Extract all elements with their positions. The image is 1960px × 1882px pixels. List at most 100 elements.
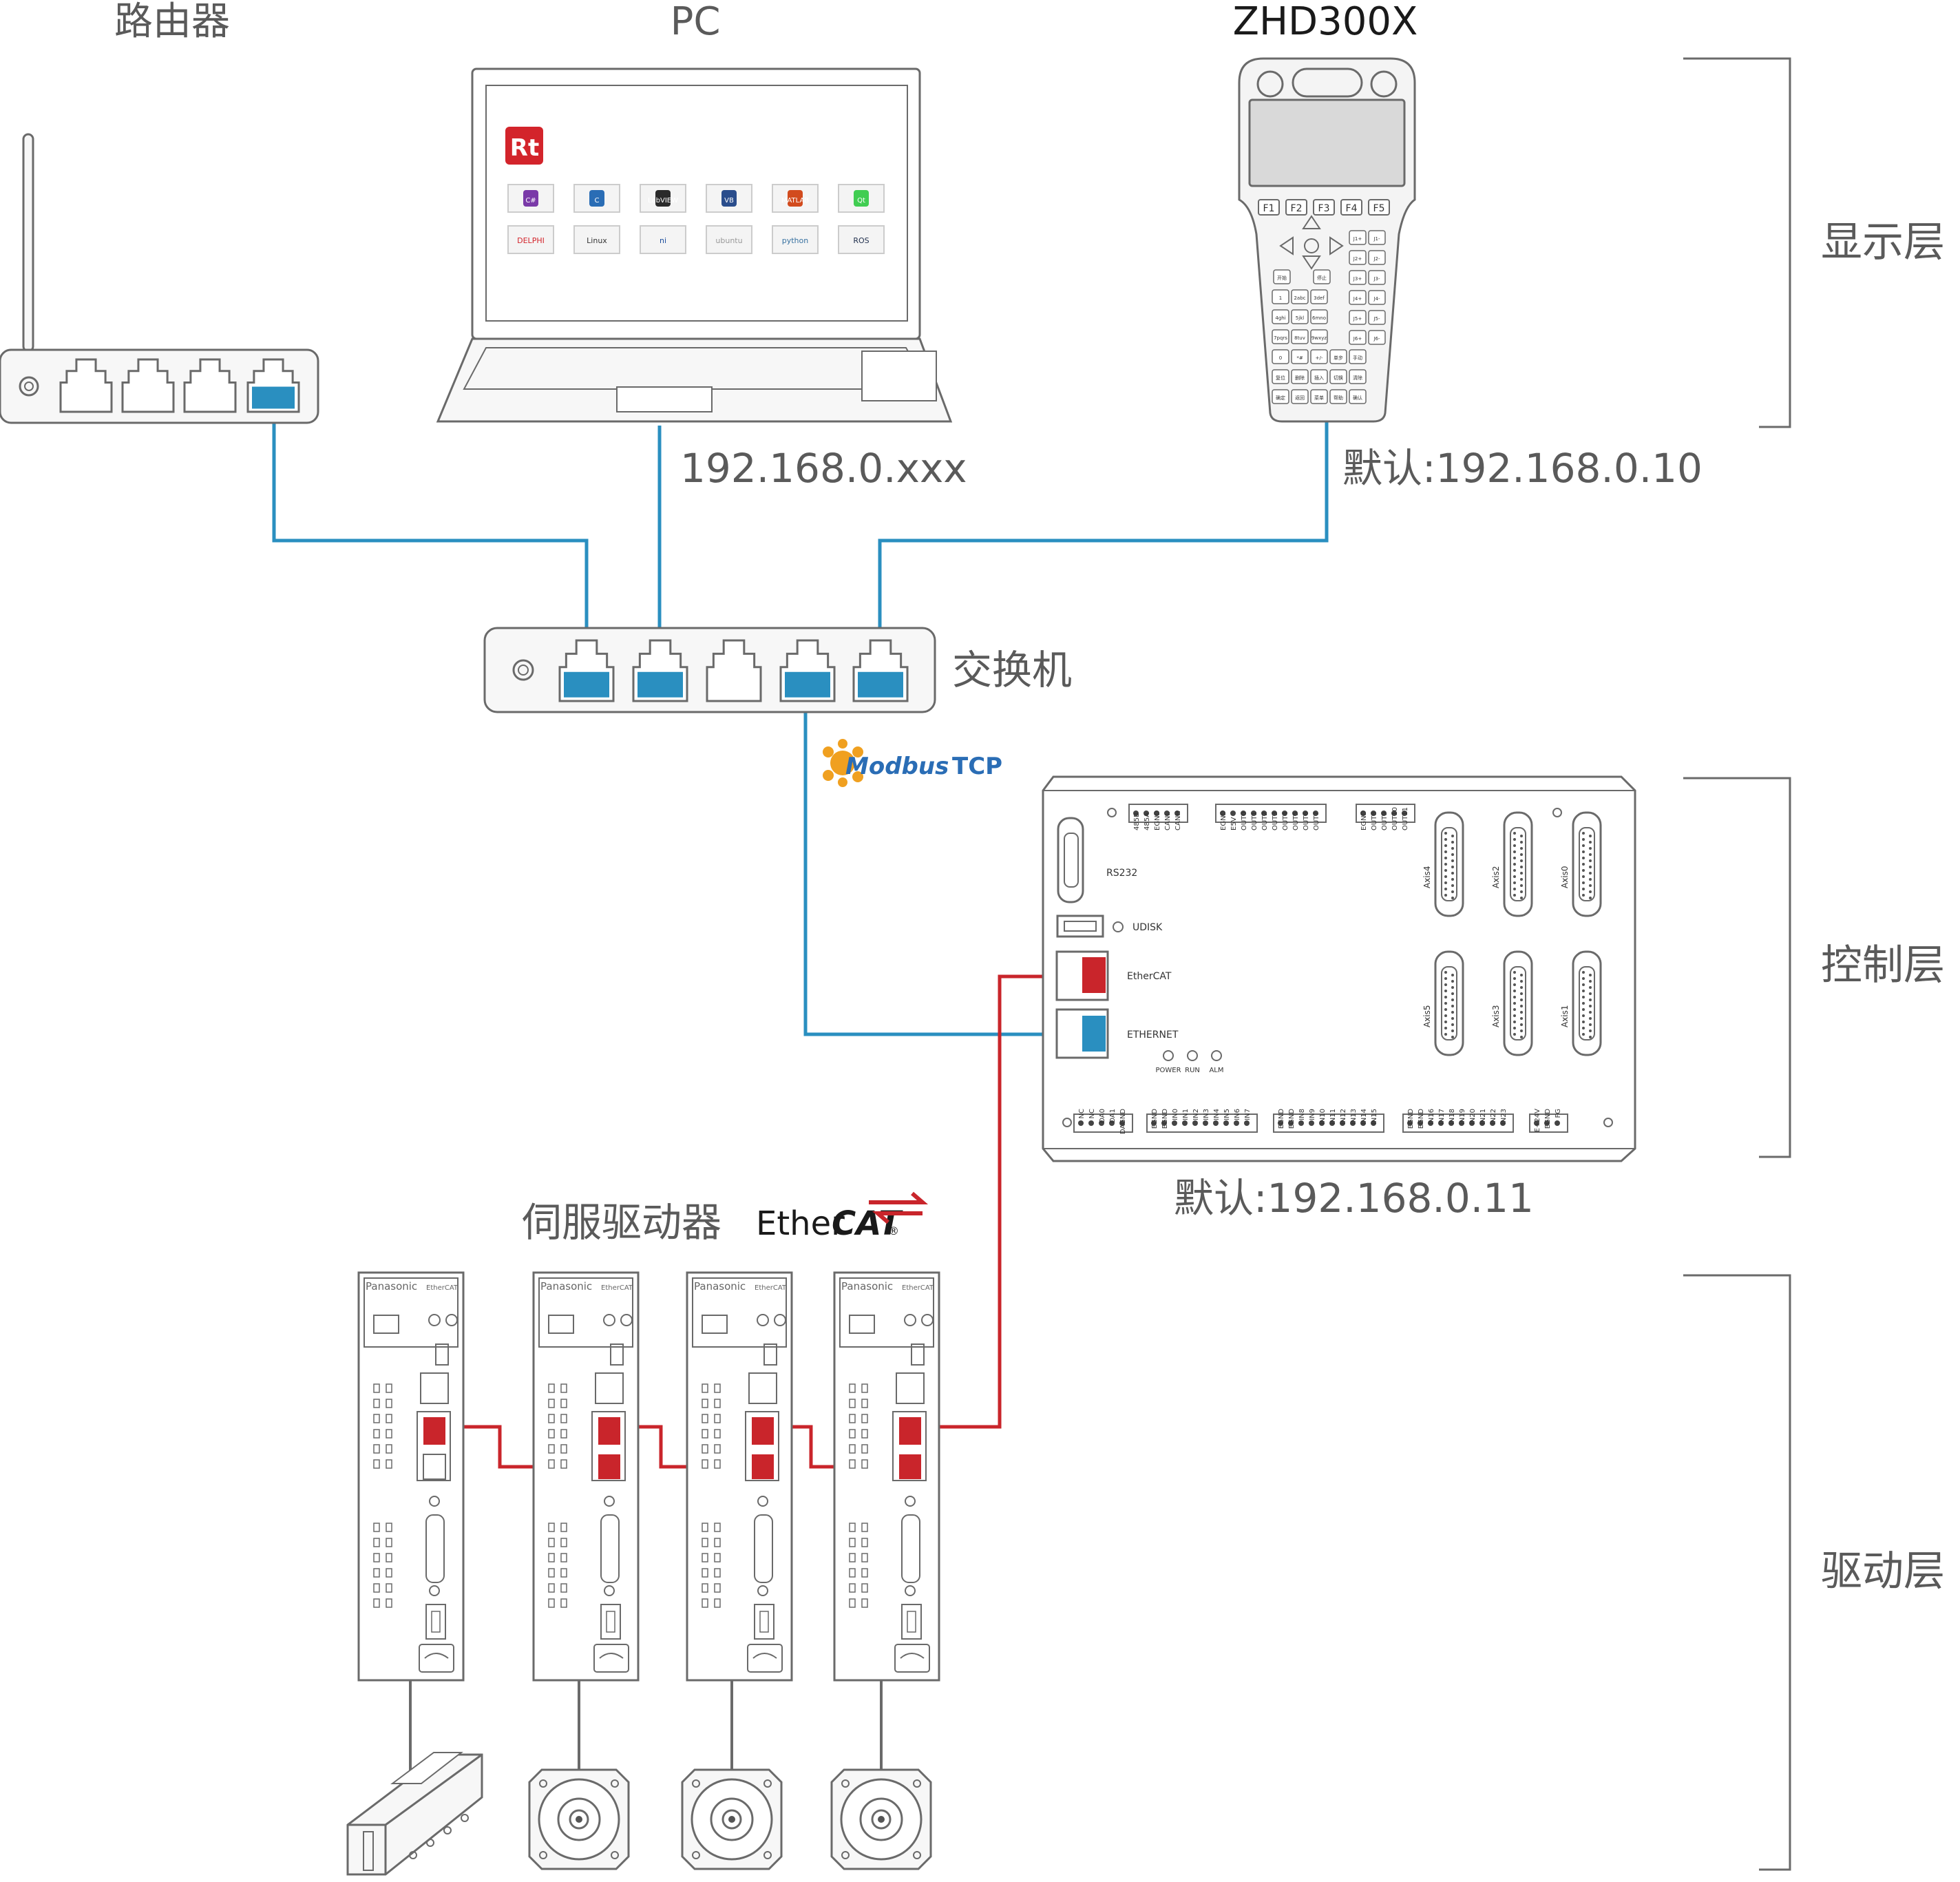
controller-led-label-1: RUN (1185, 1067, 1200, 1074)
controller-body (1042, 775, 1636, 1162)
controller-screw-bl (1062, 1118, 1072, 1127)
rt-app-logo (505, 127, 543, 165)
top-block-out0-label-2: OUT0 (1241, 811, 1248, 830)
pendant-jog-key-7 (1368, 290, 1386, 305)
pc-icon-r2-1 (573, 225, 620, 254)
bottom-block-in16-pin-3 (1438, 1120, 1444, 1126)
modbus-icon (823, 739, 863, 787)
pendant-key-2-1 (1291, 309, 1309, 324)
servo-bus-tag-3: EtherCAT (755, 1284, 787, 1292)
pendant-key-label-6-3: 帮助 (1334, 395, 1343, 401)
pendant-key-4-1 (1291, 349, 1309, 364)
cable-router-switch (272, 399, 589, 676)
ethercat-logo-cat: CAT (832, 1204, 903, 1243)
pc-icon-r1-text-1: C (595, 197, 600, 205)
bottom-block-in8-label-1: EGND (1288, 1109, 1296, 1129)
pendant-key-1-0 (1272, 289, 1289, 304)
bottom-block-in16-pin-2 (1428, 1120, 1433, 1126)
pendant-fkey-2 (1285, 199, 1307, 216)
top-block-can-pin-1 (1144, 811, 1149, 816)
servo-motor-3 (830, 1768, 932, 1870)
pc-icon-r1-text-4: MATLAB (781, 197, 809, 205)
top-block-can-pin-3 (1164, 811, 1170, 816)
drive-layer-label: 驱动层 (1821, 1547, 1945, 1596)
pc-icon-r2-4 (772, 225, 819, 254)
top-block-out8-label-0: EGND (1360, 810, 1368, 830)
pendant-key-label-5-3: 切换 (1334, 375, 1343, 381)
top-block-out0-pin-0 (1220, 811, 1225, 816)
pendant-key-4-2 (1310, 349, 1328, 364)
modbus-tcp-logo: Modbus TCP (823, 739, 1002, 787)
pendant-jog-key-5 (1368, 270, 1386, 285)
pendant-key-6-1 (1291, 389, 1309, 404)
bottom-block-in8-label-3: IN9 (1309, 1109, 1316, 1120)
ethernet-port-label: ETHERNET (1127, 1029, 1179, 1041)
bottom-block-in8-label-5: IN11 (1329, 1109, 1337, 1125)
control-layer-bracket (1683, 777, 1791, 1158)
servo-ecat-out-1 (423, 1454, 446, 1480)
bottom-block-in16-pin-0 (1407, 1120, 1413, 1126)
pendant-key-label-2-0: 4ghi (1275, 315, 1285, 321)
pendant-jog-key-3 (1368, 250, 1386, 265)
pc-icon-r2-text-4: python (782, 236, 809, 245)
switch-port-1-plug (564, 671, 609, 698)
pendant-estop-right (1370, 70, 1398, 98)
ethercat-logo: Ether CAT ® (756, 1191, 929, 1243)
bottom-block-in8-pin-4 (1319, 1120, 1325, 1126)
pendant-key-3-1 (1291, 329, 1309, 344)
bottom-block-in8-label-9: IN15 (1371, 1109, 1378, 1125)
pendant-key-label-0-1: 停止 (1317, 275, 1327, 281)
pendant-key-0-0 (1273, 269, 1291, 284)
pc-icon-r1-mark-4 (788, 190, 803, 207)
servo-brand-2: Panasonic (540, 1280, 592, 1293)
servo-ecat-out-2 (598, 1454, 620, 1479)
top-block-out8-pin-1 (1371, 811, 1376, 816)
switch-port-4-plug (785, 671, 830, 698)
bottom-block-power-pin-0 (1534, 1120, 1539, 1126)
bottom-block-in16-label-9: IN23 (1500, 1109, 1508, 1125)
bottom-block-in8-pin-5 (1329, 1120, 1335, 1126)
top-block-can-label-3: CANL (1164, 812, 1172, 830)
pc-icon-r1-text-3: VB (724, 197, 734, 205)
pc-icon-r1-text-0: C# (525, 197, 536, 205)
bottom-block-in16-label-5: IN19 (1459, 1109, 1466, 1125)
router-power-led (19, 376, 39, 397)
bottom-block-da-pin-4 (1119, 1120, 1125, 1126)
udisk-port (1056, 914, 1104, 938)
pc-icon-r1-5 (838, 184, 885, 213)
laptop-base (436, 337, 953, 423)
pendant-jog-key-10 (1349, 330, 1367, 345)
bottom-block-in0-label-9: IN7 (1244, 1109, 1252, 1120)
pendant-key-label-5-1: 删除 (1295, 375, 1305, 381)
bottom-block-power-pin-2 (1555, 1120, 1560, 1126)
bottom-block-da (1073, 1113, 1133, 1133)
ethercat-arrow-icon (869, 1191, 929, 1224)
pendant-fkey-label-5: F5 (1373, 203, 1385, 214)
laptop-screen (485, 85, 908, 322)
axis-label-axis5: Axis5 (1422, 1005, 1432, 1027)
pendant-key-5-4 (1349, 369, 1367, 384)
bottom-block-in0-label-5: IN3 (1203, 1109, 1210, 1120)
network-switch (483, 627, 936, 713)
bottom-block-in0-pin-2 (1172, 1120, 1177, 1126)
bottom-block-da-label-0: NC (1078, 1109, 1086, 1118)
servo-ecat-out-4 (899, 1454, 921, 1479)
controller-led-label-0: POWER (1155, 1067, 1181, 1074)
controller-ethercat-port (1055, 950, 1109, 1001)
bottom-block-in8-pin-3 (1309, 1120, 1314, 1126)
bottom-block-in16-label-8: IN22 (1490, 1109, 1497, 1125)
pc-icon-r2-text-3: ubuntu (715, 236, 742, 245)
pendant-key-2-0 (1272, 309, 1289, 324)
servo-brand-4: Panasonic (841, 1280, 893, 1293)
pc-icon-r1-mark-2 (655, 190, 671, 207)
router-port-2 (121, 358, 175, 413)
top-block-can-pin-4 (1174, 811, 1180, 816)
pendant-key-label-6-2: 菜单 (1314, 395, 1324, 401)
servo-motors (528, 1768, 932, 1870)
